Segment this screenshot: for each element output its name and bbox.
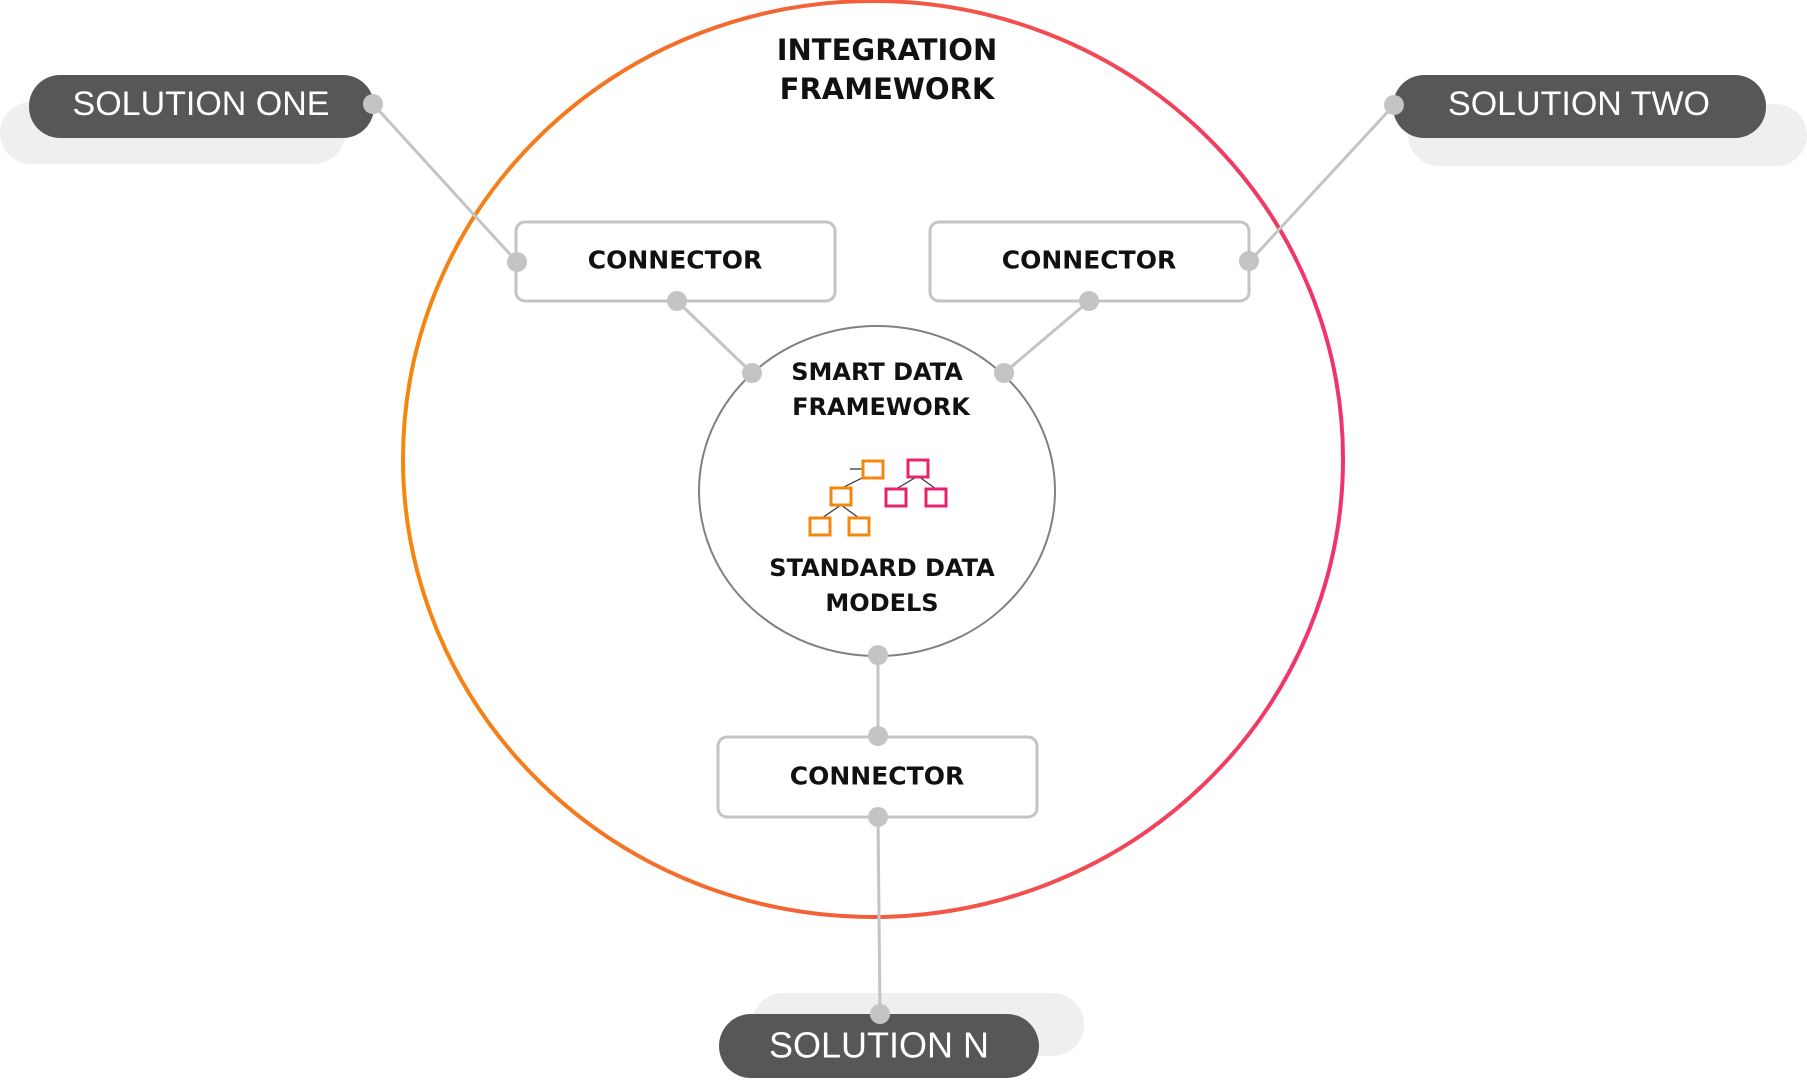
dot-connector-left-bottom <box>667 291 687 311</box>
dot-connector-bottom-bottom <box>868 807 888 827</box>
dot-connector-bottom-top <box>868 726 888 746</box>
dot-core-bottom <box>868 645 888 665</box>
connector-lines <box>371 102 1396 1015</box>
dot-core-right <box>994 363 1014 383</box>
solution-two-label: SOLUTION TWO <box>1448 85 1710 123</box>
integration-framework-ring <box>401 0 1345 919</box>
core-label-line4: MODELS <box>825 589 938 617</box>
model-node-pink-left <box>884 487 908 508</box>
connector-right-label: CONNECTOR <box>1002 246 1176 275</box>
line-connector-bottom-to-solution-n <box>876 816 882 1015</box>
dot-solution-one <box>363 94 383 114</box>
dot-solution-two <box>1384 95 1404 115</box>
core-label-line1: SMART DATA <box>791 358 963 386</box>
solution-two-pill <box>1393 75 1766 138</box>
dot-connector-right-side <box>1239 251 1259 271</box>
solution-n-label: SOLUTION N <box>769 1025 989 1066</box>
dot-solution-n <box>870 1004 890 1024</box>
model-node-pink-right <box>924 487 948 508</box>
dot-core-left <box>742 363 762 383</box>
model-node-orange-bottom-left <box>808 516 832 537</box>
solution-one-label: SOLUTION ONE <box>73 85 330 123</box>
core-label-line2: FRAMEWORK <box>792 393 971 421</box>
model-node-orange-top <box>861 459 885 480</box>
line-connector-right-to-core <box>1003 299 1090 375</box>
line-solution-one-to-connector-left <box>371 102 519 264</box>
model-node-pink-top <box>906 458 930 479</box>
core-label-line3: STANDARD DATA <box>769 554 995 582</box>
framework-title-line2: FRAMEWORK <box>780 72 996 106</box>
solution-one-pill <box>29 75 374 138</box>
solution-n-pill <box>719 1014 1039 1078</box>
model-node-orange-mid <box>829 486 853 507</box>
connector-left-label: CONNECTOR <box>588 246 762 275</box>
framework-title-line1: INTEGRATION <box>777 33 997 67</box>
connector-bottom-label: CONNECTOR <box>790 762 964 791</box>
junction-dots <box>363 94 1404 1024</box>
line-connector-left-to-core <box>675 299 754 375</box>
dot-connector-right-bottom <box>1079 291 1099 311</box>
model-node-orange-bottom-right <box>847 516 871 537</box>
line-solution-two-to-connector-right <box>1248 103 1396 263</box>
dot-connector-left-side <box>507 252 527 272</box>
data-model-tree-icon <box>808 458 948 537</box>
